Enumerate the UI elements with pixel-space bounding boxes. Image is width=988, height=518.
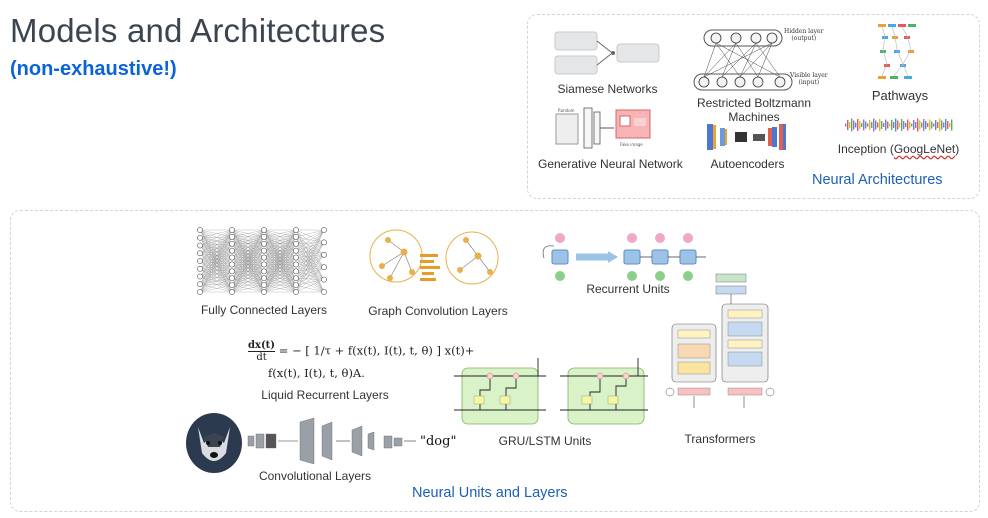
rbm-diagram	[693, 29, 793, 91]
gru-lstm-diagram	[454, 358, 648, 425]
liquid-formula-line2: f(x(t), I(t), t, θ)A.	[268, 366, 365, 380]
recurrent-units-diagram	[542, 233, 706, 281]
transformers-label: Transformers	[684, 432, 756, 446]
inception-label: Inception (GoogLeNet)	[837, 142, 960, 156]
transformer-diagram	[665, 273, 775, 408]
svg-text:Fake image: Fake image	[620, 142, 643, 147]
siamese-networks-diagram	[554, 31, 660, 75]
graph-convolution-label: Graph Convolution Layers	[368, 304, 508, 318]
inception-googlenet-text: GoogLeNet	[893, 142, 956, 156]
autoencoders-label: Autoencoders	[710, 157, 785, 171]
rbm-visible-label: Visible layer(input)	[790, 72, 828, 86]
gru-lstm-label: GRU/LSTM Units	[498, 434, 592, 448]
rbm-label: Restricted Boltzmann Machines	[696, 96, 812, 124]
recurrent-units-label: Recurrent Units	[586, 282, 670, 296]
inception-diagram	[845, 118, 953, 132]
fully-connected-label: Fully Connected Layers	[200, 303, 328, 317]
neural-units-panel	[10, 210, 980, 512]
pathways-label: Pathways	[871, 88, 929, 103]
convolutional-layers-label: Convolutional Layers	[258, 469, 372, 483]
neural-architectures-title: Neural Architectures	[812, 172, 943, 188]
fully-connected-diagram	[197, 227, 327, 295]
rbm-hidden-label: Hidden layer(output)	[784, 28, 824, 42]
convolutional-layers-diagram	[247, 417, 416, 465]
page-title: Models and Architectures	[10, 12, 386, 49]
liquid-recurrent-label: Liquid Recurrent Layers	[261, 388, 389, 402]
siamese-networks-label: Siamese Networks	[557, 82, 658, 96]
dog-photo	[186, 413, 242, 473]
neural-units-title: Neural Units and Layers	[412, 485, 568, 501]
graph-convolution-diagram	[369, 229, 499, 285]
autoencoders-diagram	[707, 124, 786, 150]
liquid-formula-line1: dx(t) dt = − [ 1/τ + f(x(t), I(t), t, θ)…	[248, 340, 475, 363]
svg-text:Random: Random	[558, 108, 575, 113]
generative-network-label: Generative Neural Network	[538, 157, 683, 171]
pathways-diagram	[878, 24, 916, 79]
page-subtitle: (non-exhaustive!)	[10, 58, 177, 80]
conv-output-label: "dog"	[420, 434, 457, 449]
